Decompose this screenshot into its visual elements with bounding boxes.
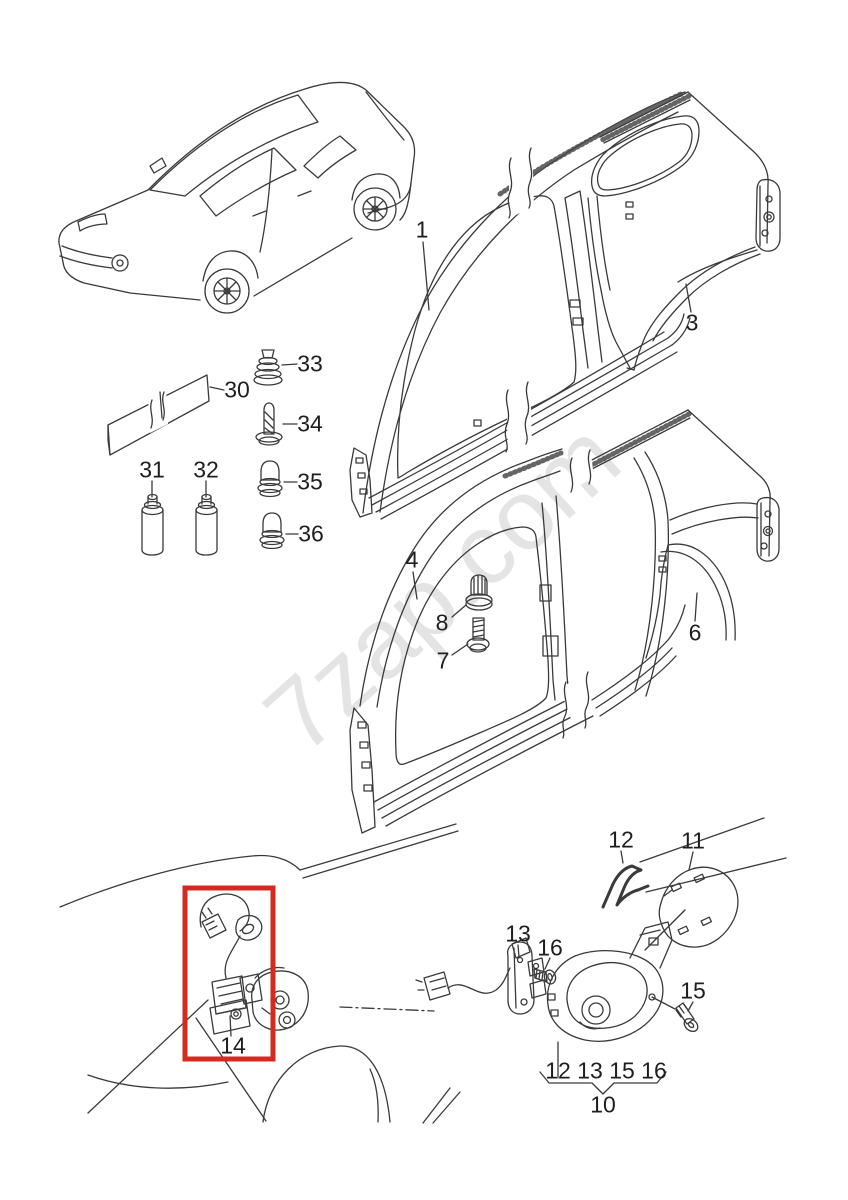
part-16-screw [533,968,557,985]
part-14-lock-actuator [199,893,263,1035]
callout-16[interactable]: 16 [537,934,563,961]
callout-15[interactable]: 15 [680,977,706,1004]
callout-3[interactable]: 3 [685,309,699,336]
part-4-side-frame-front [349,448,594,834]
part-31-bottle [141,493,164,556]
part-36-clip [259,512,285,550]
leader-lines [151,241,698,1079]
highlight-box-part-14[interactable] [182,885,276,1062]
part-35-clip [257,460,283,498]
callout-34[interactable]: 34 [297,410,323,437]
part-3-rear-quarter-panel [587,91,781,371]
part-8-grommet [465,574,493,611]
callout-6[interactable]: 6 [688,619,702,646]
part-11-filler-flap [658,866,739,948]
part-6-rear-quarter-panel [569,409,780,717]
callout-31[interactable]: 31 [139,456,165,483]
center-axis-line [339,1006,435,1012]
callout-10[interactable]: 10 [590,1091,616,1118]
part-33-clip [253,349,283,386]
callout-11[interactable]: 11 [681,827,705,854]
callout-12[interactable]: 12 [608,826,634,853]
part-32-bottle [195,493,218,556]
callout-33[interactable]: 33 [297,350,323,377]
part-15-screw [675,1002,699,1033]
callout-8[interactable]: 8 [435,609,449,636]
group-bracket-part-10 [539,1071,667,1095]
callout-7[interactable]: 7 [436,647,450,674]
callout-4[interactable]: 4 [405,546,419,573]
part-10-filler-housing [546,921,673,1042]
part-12-spring [601,864,650,909]
callout-1[interactable]: 1 [415,216,429,243]
callout-13[interactable]: 13 [505,920,531,947]
part-34-rivet-pin [255,402,283,446]
car-illustration [58,81,416,314]
part-1-side-frame [349,91,700,520]
callout-32[interactable]: 32 [193,456,219,483]
callout-group-12-13-15-16[interactable]: 12 13 15 16 [545,1057,667,1084]
part-13-release-cable-lock [415,937,547,1015]
callout-36[interactable]: 36 [298,520,324,547]
callout-30[interactable]: 30 [224,376,250,403]
bottom-body-sketch [59,817,787,1124]
callout-35[interactable]: 35 [297,468,323,495]
part-30-protective-strip [107,374,210,456]
callout-14[interactable]: 14 [220,1032,246,1059]
filler-pocket-sketch [251,966,309,1031]
